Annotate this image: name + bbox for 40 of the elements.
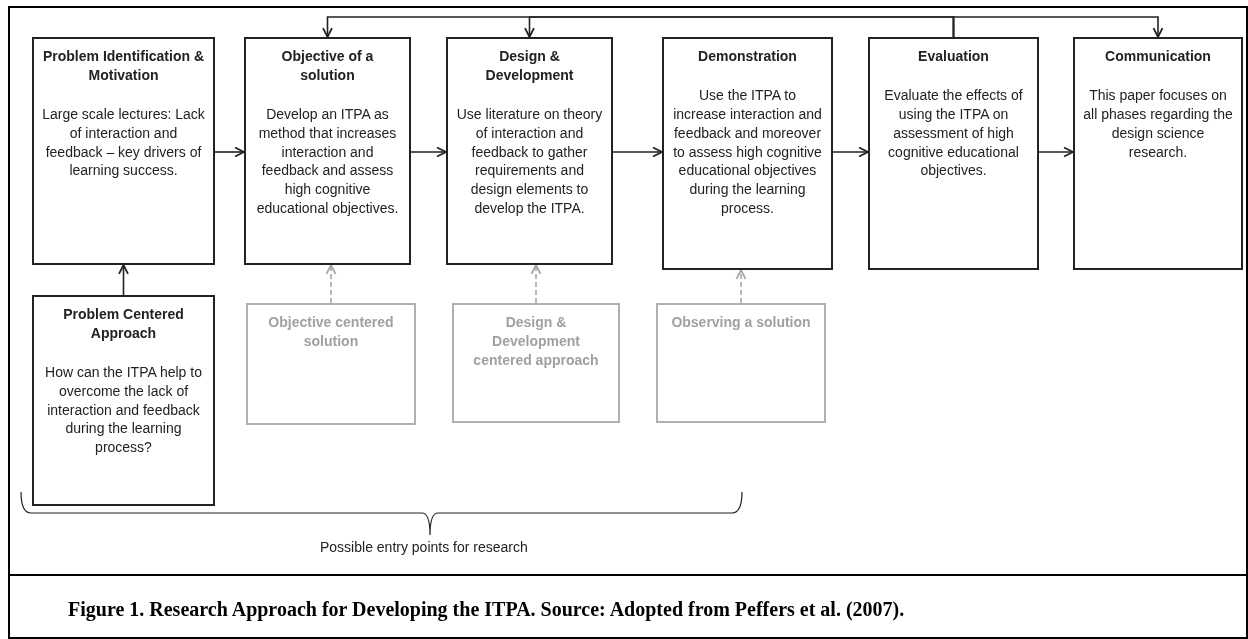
arrow [214, 146, 245, 158]
figure-caption: Figure 1. Research Approach for Developing the ITPA. Source: Adopted from Peffers et al. (2007). [68, 597, 905, 623]
phase-title: Objective centered solution [267, 313, 395, 351]
phase-box [662, 37, 833, 270]
phase-title: Evaluation [918, 47, 989, 66]
phase-title: Design & Development [484, 47, 575, 85]
arrow [325, 264, 337, 304]
phase-description: How can the ITPA help to overcome the lack of interaction and feedback during the learning process? [44, 362, 203, 458]
phase-title: Demonstration [698, 47, 797, 66]
phase-box [656, 303, 826, 423]
phase-description: Large scale lectures: Lack of interaction and feedback – key drivers of learning success. [42, 104, 205, 181]
arrow [612, 146, 663, 158]
arrow [832, 146, 869, 158]
arrow [952, 16, 1164, 38]
phase-box [1073, 37, 1243, 270]
phase-box [244, 37, 411, 265]
phase-box [32, 295, 215, 506]
phase-title: Problem Identification & Motivation [42, 47, 205, 85]
arrow [118, 264, 129, 296]
phase-description: Use the ITPA to increase interaction and feedback and moreover to assess high cognitive educational objectives during the learning process. [672, 85, 823, 219]
phase-box [446, 37, 613, 265]
arrow [410, 146, 447, 158]
phase-title: Observing a solution [671, 313, 811, 332]
arrow [530, 264, 542, 304]
phase-box [246, 303, 416, 425]
phase-title: Design & Development centered approach [472, 313, 600, 370]
phase-description: This paper focuses on all phases regarding the design science research. [1083, 85, 1233, 162]
arrow [524, 16, 955, 38]
phase-title: Communication [1105, 47, 1211, 66]
phase-description: Use literature on theory of interaction and feedback to gather requirements and design elements to develop the ITPA. [456, 104, 603, 219]
phase-description: Evaluate the effects of using the ITPA on assessment of high cognitive educational objectives. [883, 85, 1024, 181]
phase-box [452, 303, 620, 423]
arrow [735, 269, 747, 304]
phase-box [32, 37, 215, 265]
arrow [1038, 146, 1074, 158]
phase-description: Develop an ITPA as method that increases interaction and feedback and assess high cognitive educational objectives. [255, 104, 400, 219]
phase-title: Problem Centered Approach [62, 305, 185, 343]
phase-box [868, 37, 1039, 270]
brace-label: Possible entry points for research [320, 538, 528, 557]
phase-title: Objective of a solution [280, 47, 375, 85]
